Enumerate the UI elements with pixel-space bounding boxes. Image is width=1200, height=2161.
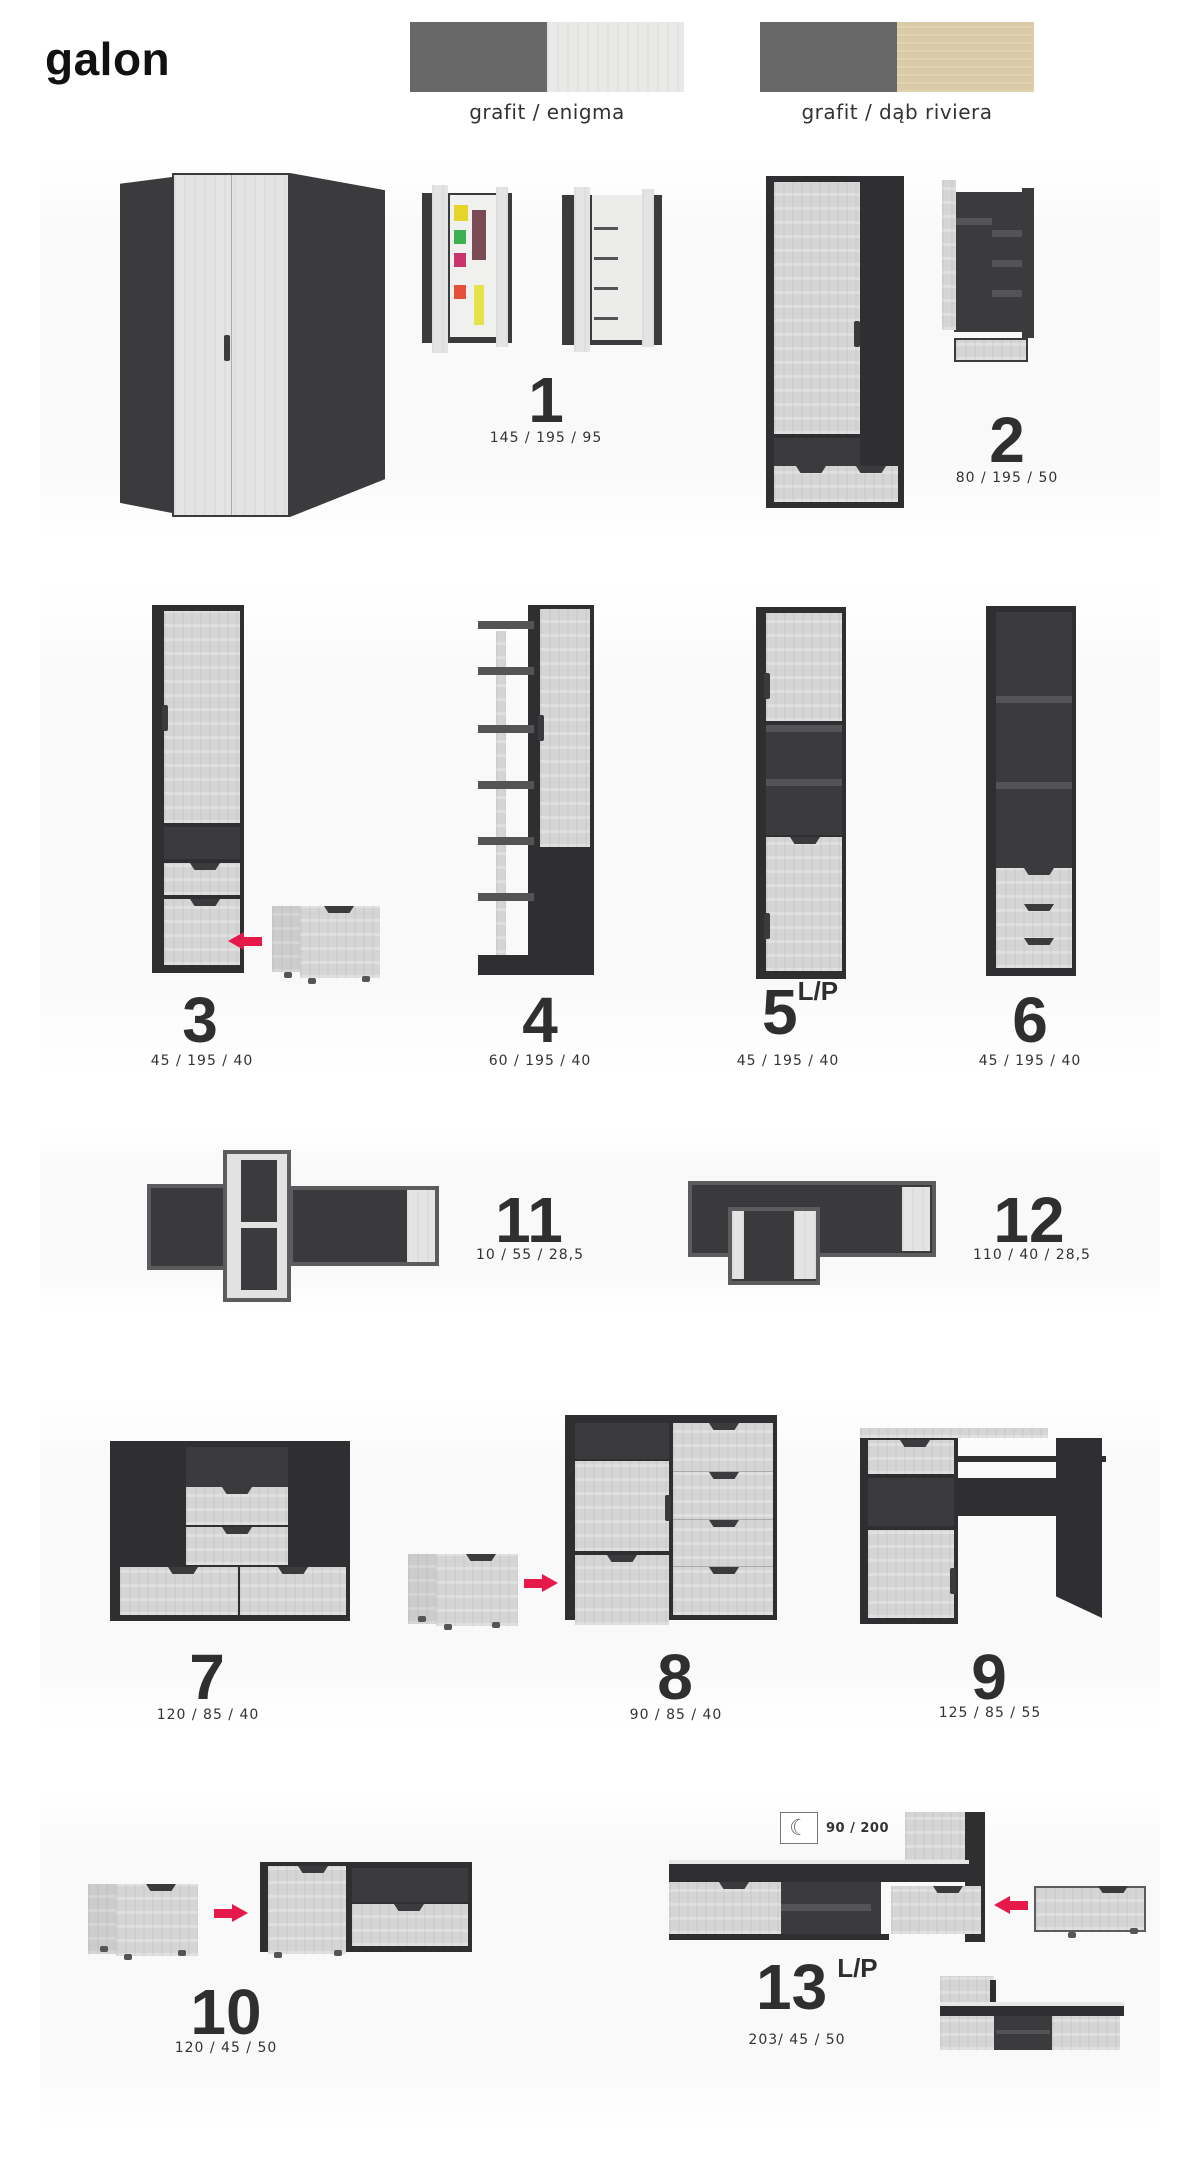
item-number: 1 [528, 364, 564, 436]
product-image-item-7[interactable] [110, 1441, 350, 1625]
bed-storage-drawer [1034, 1886, 1146, 1938]
drawers [996, 868, 1072, 968]
item-number: 8 [657, 1641, 693, 1713]
color-swatch [410, 22, 684, 92]
rolling-drawer [164, 899, 240, 965]
color-variant-label: grafit / enigma [469, 100, 625, 124]
product-image-item-8[interactable] [565, 1415, 777, 1627]
item-number: 12 [993, 1184, 1065, 1256]
wardrobe-left-side [120, 177, 172, 513]
product-image-item-2[interactable] [766, 176, 904, 508]
item-dimensions: 203/ 45 / 50 [748, 2032, 846, 2048]
item-number: 10 [190, 1976, 262, 2048]
product-image-item-12[interactable] [686, 1181, 936, 1285]
insert-arrow-icon [524, 1574, 558, 1592]
item-number: 11 [495, 1184, 563, 1256]
rolling-container [88, 1884, 198, 1960]
item-number: 9 [971, 1641, 1007, 1713]
insert-arrow-icon [214, 1904, 248, 1922]
product-image-item-6[interactable] [986, 606, 1076, 976]
insert-arrow-icon [228, 932, 262, 950]
lower-door [766, 837, 842, 971]
item-13-alt-view [940, 1976, 1124, 2054]
wardrobe-doors [172, 173, 290, 517]
item-number: 13 [756, 1951, 828, 2023]
item-1-open-view-b [562, 187, 662, 352]
color-variant-grafit-dab-riviera[interactable]: grafit / dąb riviera [760, 22, 1034, 124]
bed-mattress-size: 90 / 200 [826, 1820, 890, 1836]
item-number: 5 [762, 976, 798, 1048]
color-variant-label: grafit / dąb riviera [801, 100, 993, 124]
door-handle [854, 321, 860, 347]
item-dimensions: 110 / 40 / 28,5 [973, 1247, 1091, 1263]
swatch-enigma [547, 22, 684, 92]
product-image-item-13[interactable] [665, 1812, 990, 1948]
product-image-item-4[interactable] [476, 605, 596, 977]
item-variant-suffix: L/P [797, 976, 839, 1006]
wardrobe-door [774, 182, 860, 434]
upper-door [766, 613, 842, 721]
wardrobe-right-side [290, 173, 385, 517]
item-number-group: 5L/P [762, 976, 862, 1050]
item-2-open-view [942, 180, 1036, 366]
color-variant-grafit-enigma[interactable]: grafit / enigma [410, 22, 684, 124]
swatch-grafit [410, 22, 547, 92]
desk-top [860, 1428, 1048, 1438]
item-dimensions: 45 / 195 / 40 [736, 1053, 840, 1069]
item-number: 6 [1012, 984, 1048, 1056]
headboard [905, 1812, 971, 1862]
item-dimensions: 120 / 85 / 40 [156, 1707, 260, 1723]
item-dimensions: 120 / 45 / 50 [174, 2040, 278, 2056]
item-number-group: 13 L/P [756, 1953, 896, 2025]
swatch-grafit [760, 22, 897, 92]
item-1-open-view-a [422, 185, 512, 353]
bed-size-badge: ☾ 90 / 200 [780, 1810, 1010, 1846]
item-dimensions: 60 / 195 / 40 [488, 1053, 592, 1069]
door-handle [224, 335, 230, 361]
cabinet-door [164, 611, 240, 823]
item-number: 3 [182, 984, 218, 1056]
rolling-container [272, 906, 380, 984]
product-image-item-5[interactable] [756, 607, 846, 979]
item-variant-suffix: L/P [837, 1953, 878, 1983]
item-dimensions: 45 / 195 / 40 [150, 1053, 254, 1069]
product-image-item-3[interactable] [152, 605, 244, 973]
item-number: 7 [189, 1641, 225, 1713]
collection-title: galon [45, 33, 171, 85]
product-image-item-10[interactable] [260, 1862, 472, 1958]
color-swatch [760, 22, 1034, 92]
item-dimensions: 10 / 55 / 28,5 [475, 1247, 585, 1263]
moon-sleep-icon: ☾ [780, 1812, 818, 1844]
item-number: 4 [522, 984, 558, 1056]
side-shelf-panel [496, 631, 506, 967]
product-image-item-11[interactable] [147, 1150, 439, 1306]
item-dimensions: 145 / 195 / 95 [489, 430, 603, 446]
door-split [231, 175, 232, 515]
item-dimensions: 125 / 85 / 55 [938, 1705, 1042, 1721]
cabinet-door [540, 609, 590, 847]
item-dimensions: 90 / 85 / 40 [629, 1707, 723, 1723]
product-image-item-1[interactable] [120, 171, 385, 519]
item-number: 2 [989, 404, 1025, 476]
swatch-dab-riviera [897, 22, 1034, 92]
item-dimensions: 80 / 195 / 50 [955, 470, 1059, 486]
product-image-item-9[interactable] [860, 1428, 1106, 1624]
insert-arrow-icon [994, 1896, 1028, 1914]
rolling-container [408, 1554, 518, 1630]
item-dimensions: 45 / 195 / 40 [978, 1053, 1082, 1069]
